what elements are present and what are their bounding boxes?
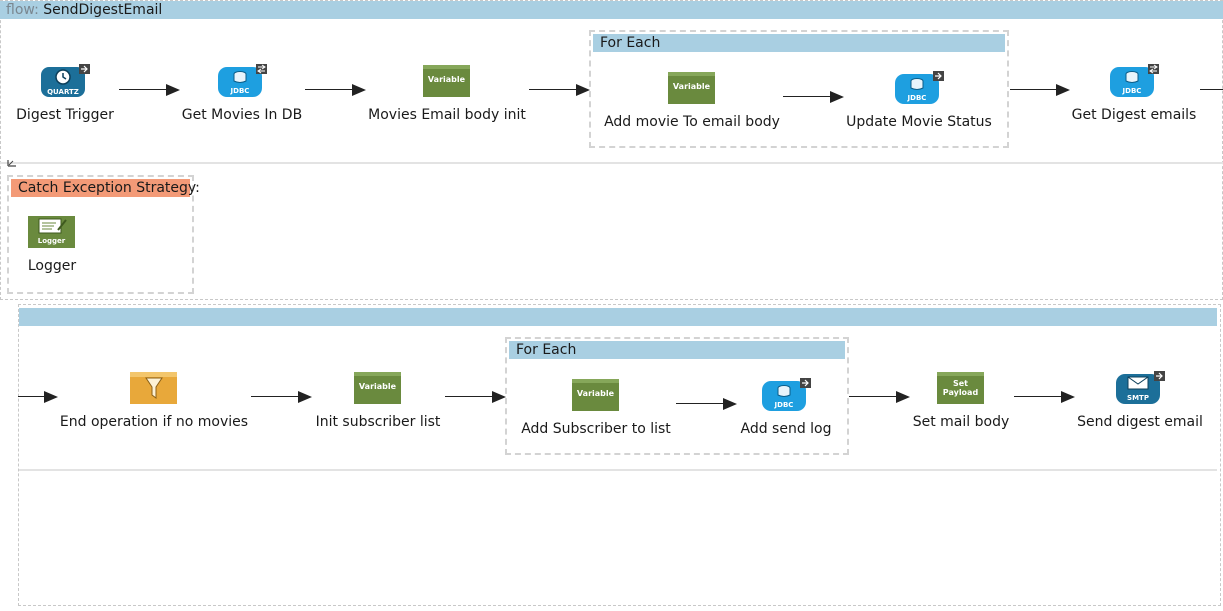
svg-text:JDBC: JDBC <box>1122 87 1142 95</box>
jdbc-icon: JDBC <box>1110 64 1159 97</box>
connector-arrow <box>119 84 180 96</box>
flow-continuation-container <box>18 304 1221 606</box>
flow-header[interactable]: flow: SendDigestEmail <box>0 1 1223 19</box>
connector-arrow <box>1010 84 1070 96</box>
node-label: Init subscriber list <box>315 414 441 430</box>
jdbc-icon: JDBC <box>895 71 944 104</box>
foreach-title: For Each <box>593 34 1005 52</box>
node-label: Get Movies In DB <box>181 107 303 123</box>
filter-icon <box>130 372 177 404</box>
collapse-marker-icon[interactable] <box>7 157 17 167</box>
smtp-icon: SMTP <box>1116 371 1165 404</box>
jdbc-icon: JDBC <box>762 378 811 411</box>
variable-icon: Variable <box>668 72 715 104</box>
variable-icon: Variable <box>354 372 401 404</box>
node-label: Add movie To email body <box>604 114 780 130</box>
node-label: Logger <box>27 258 77 274</box>
node-label: Digest Trigger <box>16 107 114 123</box>
node-label: Add Subscriber to list <box>521 421 671 437</box>
node-init-subscriber-list[interactable]: Variable Init subscriber list <box>278 371 478 431</box>
foreach-title: For Each <box>509 341 845 359</box>
svg-text:JDBC: JDBC <box>774 401 794 409</box>
node-digest-trigger[interactable]: QUARTZ Digest Trigger <box>0 64 165 124</box>
node-update-movie-status[interactable]: JDBC Update Movie Status <box>819 71 1019 131</box>
connector-arrow <box>849 391 910 403</box>
process-area-divider <box>0 162 1223 164</box>
svg-text:Variable: Variable <box>673 82 711 91</box>
node-add-subscriber-to-list[interactable]: Variable Add Subscriber to list <box>496 378 696 438</box>
flow-keyword: flow: <box>6 2 39 18</box>
svg-text:Variable: Variable <box>428 75 466 84</box>
node-label: End operation if no movies <box>59 414 249 430</box>
connector-arrow <box>251 391 312 403</box>
node-send-digest-email[interactable]: SMTP Send digest email <box>1040 371 1223 431</box>
node-label: Get Digest emails <box>1071 107 1197 123</box>
node-get-movies-in-db[interactable]: JDBC Get Movies In DB <box>142 64 342 124</box>
svg-text:SMTP: SMTP <box>1127 394 1149 402</box>
svg-text:Logger: Logger <box>38 237 66 245</box>
catch-title: Catch Exception Strategy: <box>11 179 200 197</box>
node-add-send-log[interactable]: JDBC Add send log <box>686 378 886 438</box>
foreach-scope-1[interactable]: For Each <box>589 30 1009 148</box>
set-payload-icon: Set Payload <box>937 372 984 404</box>
node-label: Add send log <box>740 421 832 437</box>
svg-text:Set: Set <box>953 379 968 388</box>
connector-arrow <box>783 91 844 103</box>
connector-arrow <box>445 391 506 403</box>
connector-arrow <box>305 84 366 96</box>
svg-text:JDBC: JDBC <box>230 87 250 95</box>
connector-arrow <box>676 398 737 410</box>
variable-icon: Variable <box>572 379 619 411</box>
svg-text:Variable: Variable <box>577 389 615 398</box>
node-movies-email-body-init[interactable]: Variable Movies Email body init <box>347 64 547 124</box>
node-add-movie-to-email-body[interactable]: Variable Add movie To email body <box>592 71 792 131</box>
svg-text:Payload: Payload <box>943 388 979 397</box>
connector-arrow <box>1014 391 1075 403</box>
connector-arrow <box>529 84 590 96</box>
connector-arrow <box>1200 84 1223 96</box>
svg-text:Variable: Variable <box>359 382 397 391</box>
node-set-mail-body[interactable]: Set Payload Set mail body <box>861 371 1061 431</box>
quartz-icon: QUARTZ <box>41 64 90 97</box>
node-end-operation-if-no-movies[interactable]: End operation if no movies <box>54 371 254 431</box>
logger-icon: Logger <box>28 216 75 248</box>
connector-arrow <box>18 391 58 403</box>
variable-icon: Variable <box>423 65 470 97</box>
jdbc-icon: JDBC <box>218 64 267 97</box>
node-label: Set mail body <box>912 414 1010 430</box>
node-label: Send digest email <box>1077 414 1203 430</box>
svg-text:JDBC: JDBC <box>907 94 927 102</box>
flow-name: SendDigestEmail <box>43 2 163 18</box>
continuation-divider <box>19 469 1217 471</box>
node-label: Update Movie Status <box>846 114 992 130</box>
svg-text:QUARTZ: QUARTZ <box>47 88 79 96</box>
node-get-digest-emails[interactable]: JDBC Get Digest emails <box>1034 64 1223 124</box>
node-label: Movies Email body init <box>368 107 526 123</box>
flow-continuation-header <box>19 308 1217 326</box>
node-logger[interactable]: Logger Logger <box>0 215 152 275</box>
